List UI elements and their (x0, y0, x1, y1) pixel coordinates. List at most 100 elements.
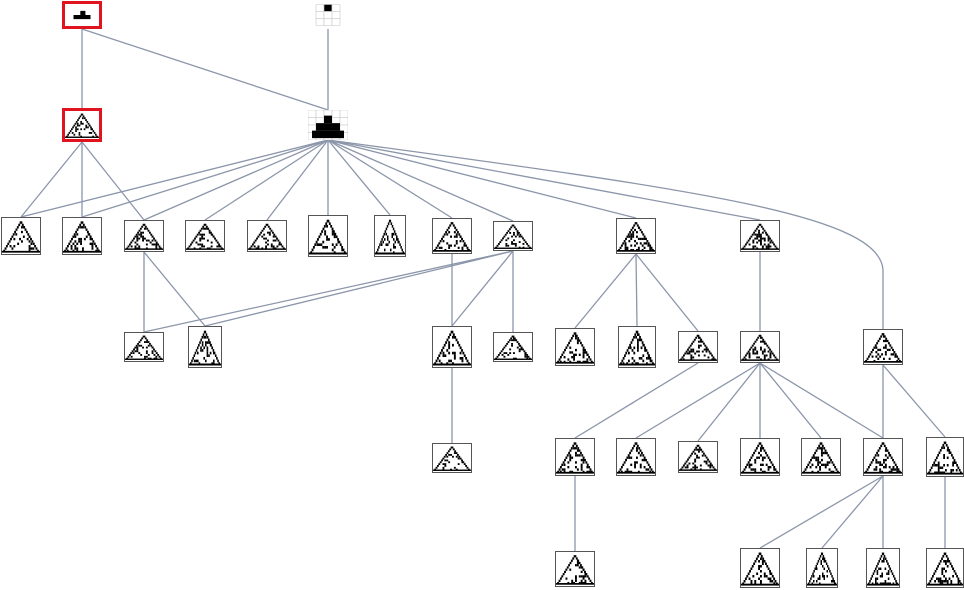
edge-c9-d3 (451, 250, 514, 327)
edge-d9-e8 (882, 364, 946, 438)
node-d3[interactable] (432, 326, 472, 368)
node-f2[interactable] (740, 548, 780, 588)
node-c6[interactable] (308, 215, 348, 257)
triangle-pattern-icon (741, 223, 779, 250)
triangle-pattern-icon (927, 441, 963, 475)
edge-e7-f2 (759, 475, 884, 549)
triangle-pattern-icon (927, 552, 963, 586)
triangle-pattern-icon (186, 223, 224, 250)
node-c5[interactable] (247, 220, 287, 252)
node-d7[interactable] (678, 331, 718, 363)
node-c9[interactable] (493, 221, 533, 251)
edge-d8-e3 (635, 362, 761, 439)
diamond-pattern-icon (189, 330, 221, 366)
blob-pattern-icon (619, 330, 655, 366)
node-e3[interactable] (616, 438, 656, 476)
triangle-pattern-icon (125, 335, 163, 360)
edge-b1-c7 (327, 139, 391, 216)
edge-r1-b1 (81, 28, 329, 111)
edge-b1-c1 (20, 139, 329, 218)
node-e7[interactable] (863, 438, 903, 476)
edge-c10-d7 (635, 253, 699, 332)
single-cell-seed-icon (315, 4, 341, 26)
triangle-pattern-icon (864, 333, 902, 363)
node-f4[interactable] (866, 548, 900, 588)
node-c2[interactable] (62, 217, 102, 255)
triangle-pattern-icon (741, 334, 779, 361)
triangle-pattern-icon (63, 221, 101, 253)
triangle-pattern-icon (433, 446, 471, 471)
triangle-pattern-icon (807, 552, 837, 586)
node-d2[interactable] (188, 326, 222, 368)
triangle-pattern-icon (802, 442, 840, 474)
node-r2[interactable] (308, 1, 348, 29)
node-c11[interactable] (740, 220, 780, 252)
bar-rule-icon (73, 10, 91, 20)
node-d8[interactable] (740, 331, 780, 363)
node-e1[interactable] (432, 443, 472, 473)
edge-b1-d9 (327, 139, 884, 329)
node-c7[interactable] (374, 215, 406, 257)
node-f3[interactable] (806, 548, 838, 588)
triangle-pattern-icon (248, 223, 286, 250)
triangle-pattern-icon (556, 442, 594, 474)
triangle-pattern-icon (125, 223, 163, 250)
node-d5[interactable] (555, 328, 595, 366)
node-e4[interactable] (678, 441, 718, 473)
node-c4[interactable] (185, 220, 225, 252)
triangle-pattern-icon (494, 224, 532, 249)
node-d6[interactable] (618, 326, 656, 368)
edge-d7-e2 (574, 362, 699, 439)
edge-a1-c1 (20, 141, 83, 218)
triangle-pattern-icon (864, 442, 902, 474)
triangle-pattern-icon (679, 334, 717, 361)
edge-b1-c3 (143, 139, 329, 221)
node-c10[interactable] (616, 218, 656, 254)
node-d4[interactable] (493, 332, 533, 362)
node-c1[interactable] (1, 217, 41, 255)
edge-b1-c4 (204, 139, 329, 221)
triangle-pattern-icon (309, 219, 347, 255)
node-e6[interactable] (801, 438, 841, 476)
triangle-pattern-icon (2, 221, 40, 253)
edge-b1-c5 (266, 139, 329, 221)
node-e8[interactable] (926, 437, 964, 477)
edge-a1-c3 (81, 141, 145, 221)
triangle-pattern-icon (433, 330, 471, 366)
node-c8[interactable] (432, 218, 472, 254)
node-c3[interactable] (124, 220, 164, 252)
node-f1[interactable] (555, 551, 595, 587)
edge-b1-c9 (327, 139, 514, 222)
edge-c10-d6 (635, 253, 638, 327)
edge-c10-d5 (574, 253, 637, 329)
edge-b1-c11 (327, 139, 761, 221)
triangle-pattern-icon (867, 552, 899, 586)
triangle-pattern-icon (679, 444, 717, 471)
triangle-pattern-icon (617, 442, 655, 474)
edge-b1-c8 (327, 139, 453, 219)
node-e2[interactable] (555, 438, 595, 476)
node-d1[interactable] (124, 332, 164, 362)
edge-b1-c10 (327, 139, 637, 219)
node-d9[interactable] (863, 329, 903, 365)
node-e5[interactable] (740, 438, 780, 476)
node-b1[interactable] (308, 110, 348, 140)
node-r1[interactable] (62, 1, 102, 29)
triangle-pattern-icon (494, 335, 532, 360)
edge-c9-d2 (204, 250, 514, 327)
triangle-pattern-icon (433, 222, 471, 252)
triangle-pattern-icon (65, 113, 99, 138)
triangle-pattern-icon (556, 332, 594, 364)
edge-d8-e6 (759, 362, 822, 439)
triangle-pattern-icon (617, 222, 655, 252)
node-a1[interactable] (62, 108, 102, 142)
edge-c3-d2 (143, 251, 206, 327)
spiky-pattern-icon (375, 219, 405, 255)
triangle-pattern-icon (741, 552, 779, 586)
edge-b1-c2 (81, 139, 329, 218)
node-f5[interactable] (926, 548, 964, 588)
triangle-pattern-icon (308, 110, 348, 140)
triangle-pattern-icon (556, 555, 594, 585)
